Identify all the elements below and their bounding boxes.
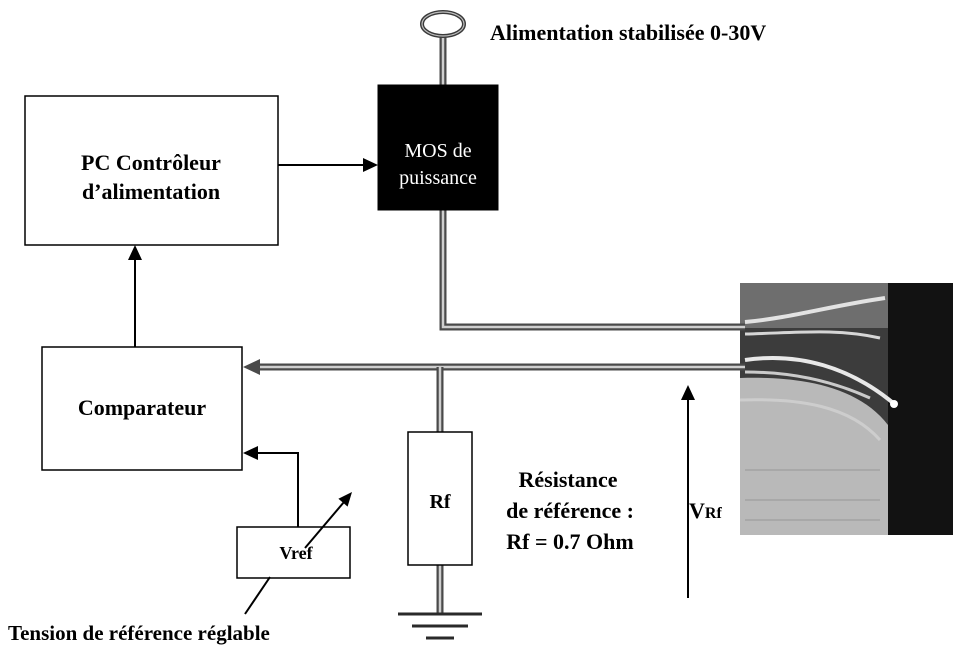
vrf-label: VRf (689, 498, 722, 523)
vref-box: Vref (237, 527, 350, 578)
mos-box: MOS de puissance (378, 85, 498, 210)
sense-arrowhead (243, 359, 260, 375)
vref-caption: Tension de référence réglable (8, 621, 270, 645)
vrf-arrow (681, 385, 695, 598)
resistor-label: Rf (429, 491, 450, 513)
pc-label-line1: PC Contrôleur (81, 150, 221, 175)
pc-controller-box: PC Contrôleur d’alimentation (25, 96, 278, 245)
mos-label-line2: puissance (399, 167, 477, 189)
vref-caption-pointer (245, 577, 270, 614)
vrf-label-sub: Rf (705, 505, 723, 522)
specimen-photo (740, 283, 953, 535)
resistor-description-line1: Résistance (519, 467, 618, 492)
supply-label: Alimentation stabilisée 0-30V (490, 20, 766, 45)
comparator-box: Comparateur (42, 347, 242, 470)
pc-label-line2: d’alimentation (82, 179, 220, 204)
resistor-description-line3: Rf = 0.7 Ohm (506, 529, 633, 554)
supply-terminal (422, 12, 464, 36)
comparator-to-pc-arrow (128, 245, 142, 347)
vref-label: Vref (279, 543, 313, 563)
comparator-label: Comparateur (78, 395, 207, 420)
ground-symbol (398, 614, 482, 638)
pc-to-mos-arrow (278, 158, 378, 172)
mos-label-line1: MOS de (404, 140, 471, 162)
resistor-description-line2: de référence : (506, 498, 634, 523)
vrf-label-main: V (689, 498, 705, 523)
vref-to-comparator-arrow (243, 446, 298, 527)
reference-resistor-box: Rf (408, 432, 472, 565)
